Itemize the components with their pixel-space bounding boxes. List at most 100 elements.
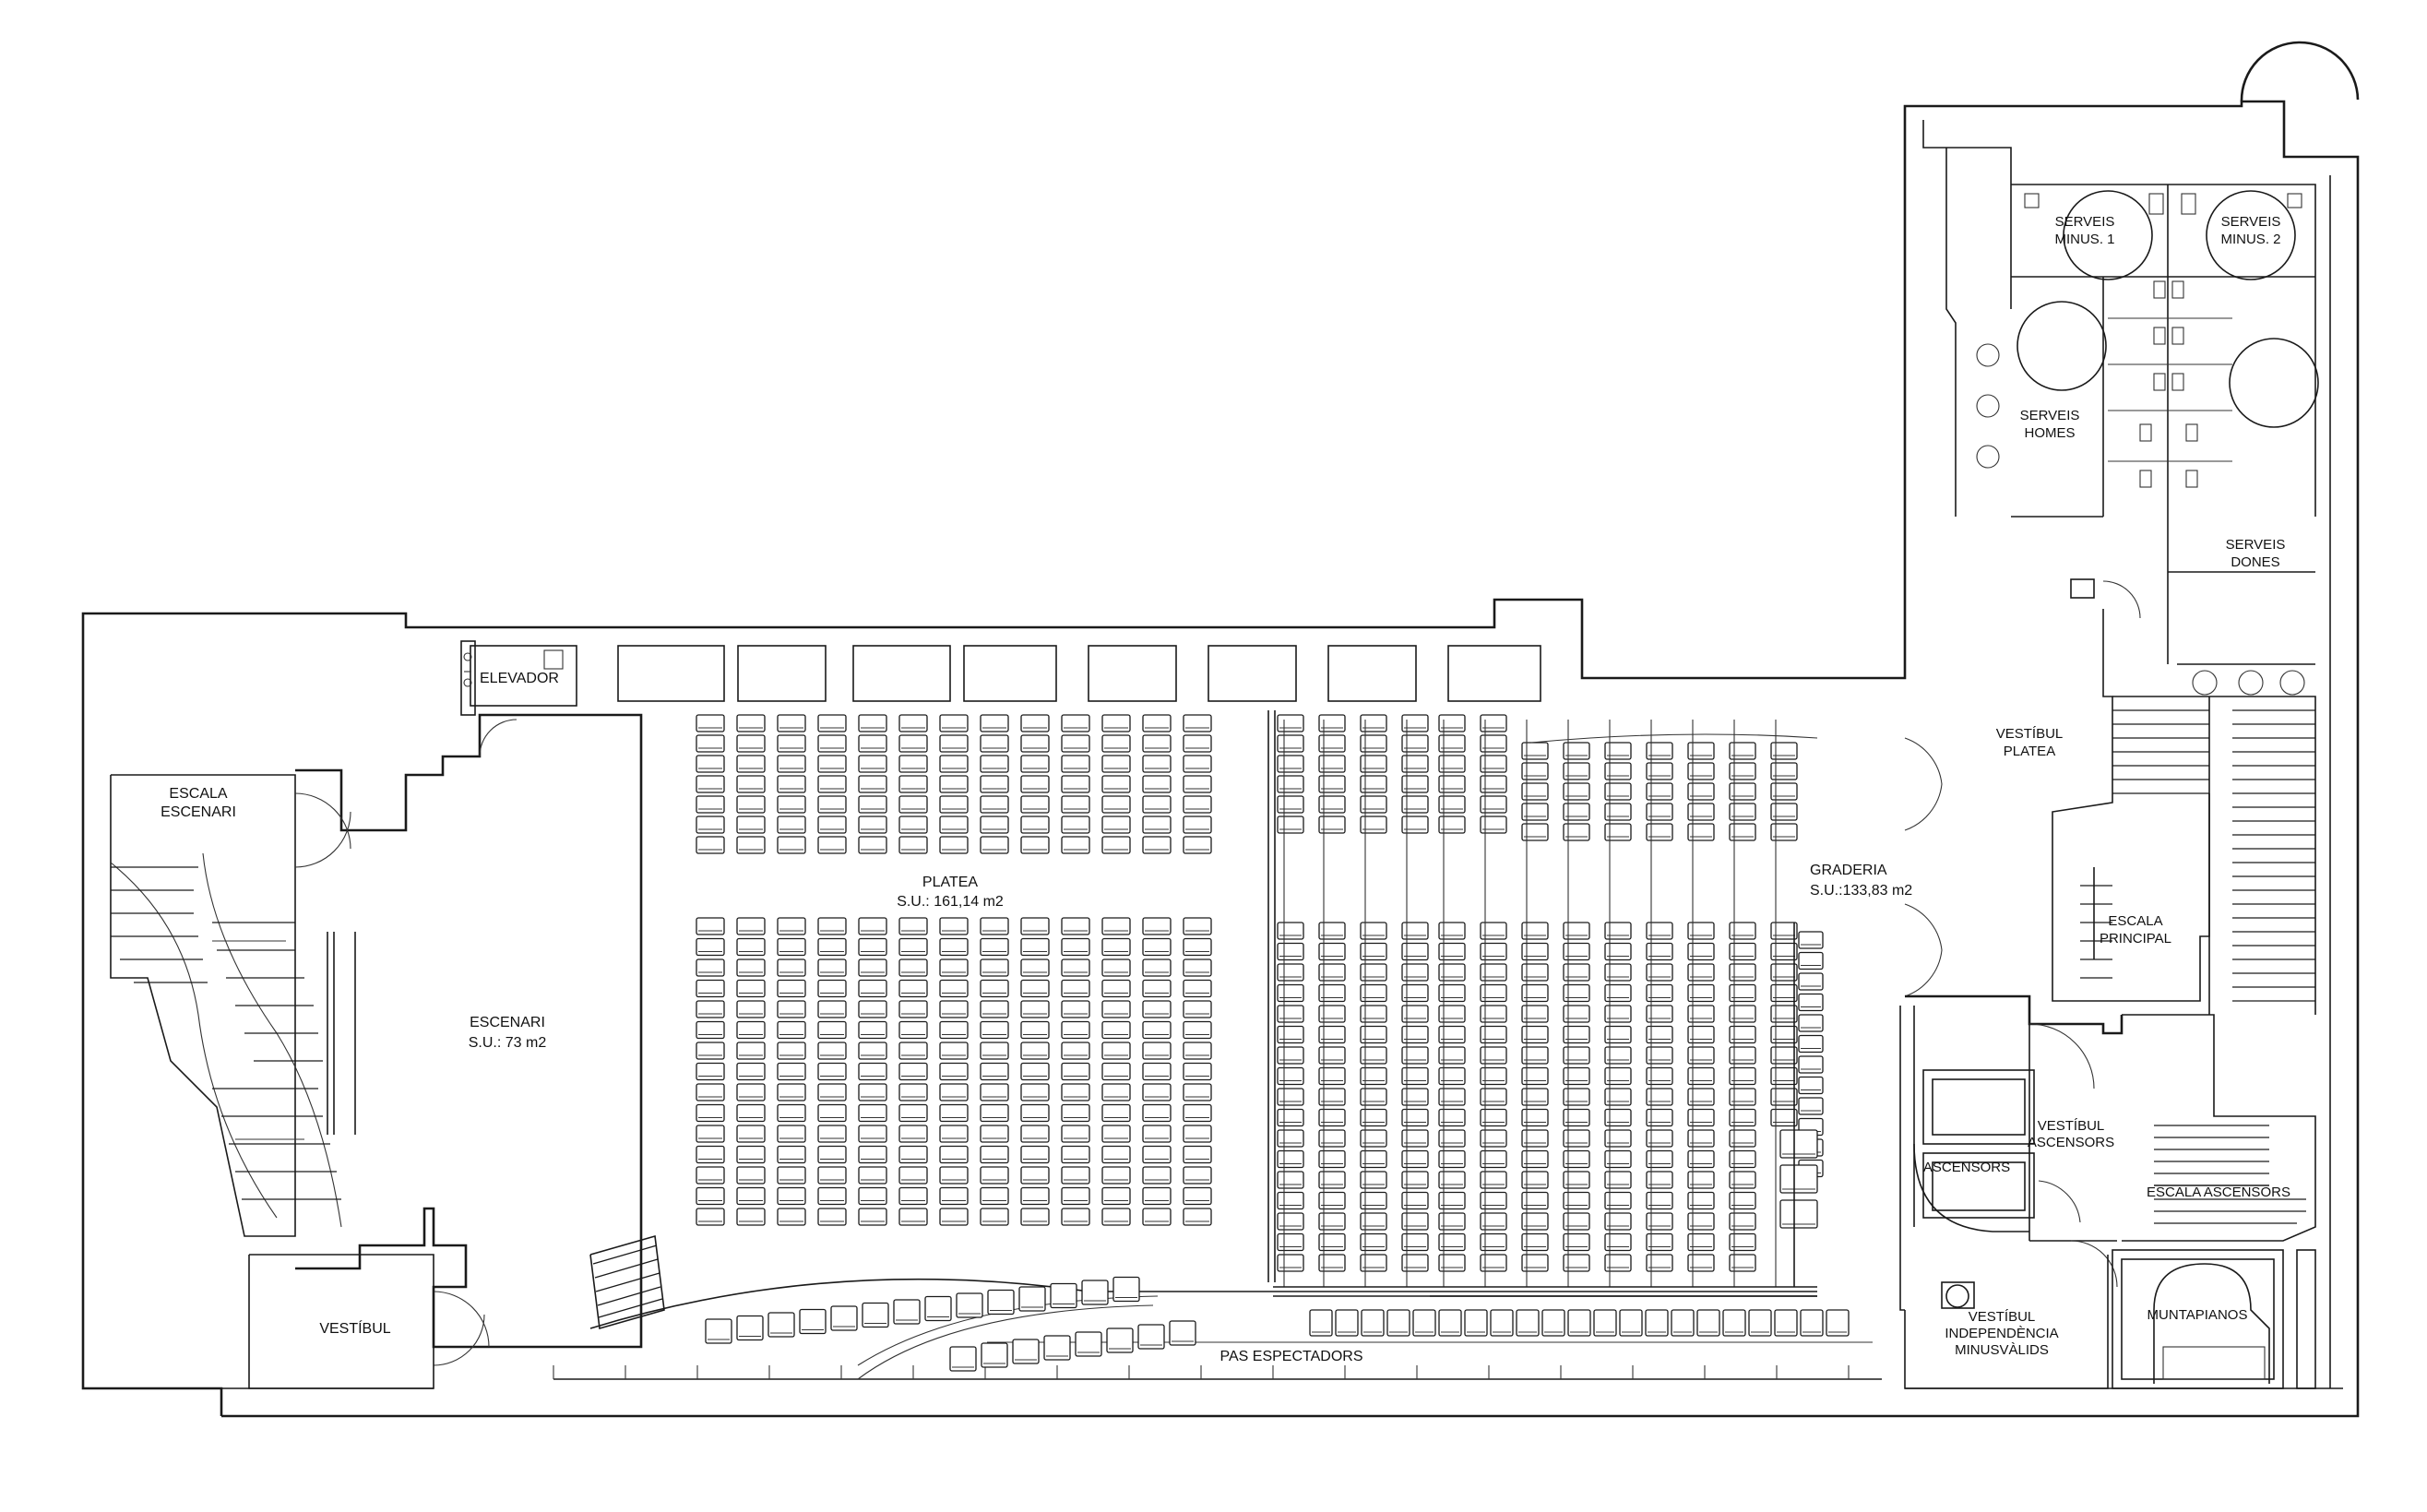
seat: [1480, 1129, 1507, 1148]
seat: [1604, 1088, 1632, 1106]
seat: [1318, 1046, 1346, 1065]
seat: [898, 958, 928, 977]
seat: [1020, 836, 1050, 854]
seat: [1277, 1066, 1304, 1086]
seat: [1101, 979, 1131, 998]
seat: [777, 1186, 806, 1206]
seat: [1770, 742, 1798, 760]
seat: [1318, 1066, 1346, 1086]
seat: [1142, 1083, 1172, 1101]
seat: [1020, 979, 1050, 998]
seat: [1020, 775, 1050, 793]
seat: [1779, 1164, 1818, 1194]
seat: [736, 917, 766, 935]
seat: [817, 836, 847, 854]
label-escala-principal-1: ESCALA: [2108, 913, 2162, 929]
seat: [1604, 762, 1632, 780]
seat: [1277, 1212, 1304, 1231]
seat: [736, 1145, 766, 1164]
seat: [1687, 1108, 1715, 1127]
seat: [1360, 1025, 1387, 1044]
seat: [1142, 755, 1172, 773]
seat: [817, 1166, 847, 1185]
seat: [1360, 1129, 1387, 1148]
seat: [1563, 1025, 1590, 1044]
seat: [817, 1208, 847, 1226]
label-muntapianos: MUNTAPIANOS: [2147, 1307, 2248, 1323]
seat: [777, 1083, 806, 1101]
seat: [817, 1103, 847, 1123]
seat: [1798, 1014, 1824, 1032]
seat: [1438, 1046, 1466, 1065]
seat: [1645, 1309, 1669, 1337]
seat: [696, 1042, 725, 1060]
seat: [1729, 1191, 1756, 1210]
seat: [1360, 922, 1387, 940]
seat: [1480, 922, 1507, 940]
seat: [817, 1186, 847, 1206]
seat: [1401, 1066, 1429, 1086]
seat: [1101, 1186, 1131, 1206]
seat: [1729, 1046, 1756, 1065]
passage-seats: [705, 1276, 1850, 1372]
seat: [1687, 1149, 1715, 1169]
seat: [1480, 1005, 1507, 1023]
seat: [1101, 1020, 1131, 1040]
seat: [1318, 755, 1346, 773]
seat: [830, 1305, 858, 1331]
seat: [1401, 1129, 1429, 1148]
seat: [1101, 1042, 1131, 1060]
label-serveis-dones-1: SERVEIS: [2226, 537, 2286, 553]
seat: [1646, 1088, 1673, 1106]
seat: [939, 1042, 969, 1060]
seat: [1061, 795, 1090, 814]
audience-passage: [553, 1234, 1882, 1380]
seat: [1401, 983, 1429, 1003]
seat: [696, 1125, 725, 1143]
seat: [1360, 1046, 1387, 1065]
seat: [1604, 942, 1632, 961]
label-serveis-minus-2b: MINUS. 2: [2220, 232, 2280, 247]
seat: [1687, 1025, 1715, 1044]
seat: [898, 1125, 928, 1143]
seat: [939, 1166, 969, 1185]
seat: [924, 1295, 952, 1322]
stair-escena: [111, 866, 341, 1200]
seat: [1687, 1191, 1715, 1210]
seat: [1309, 1309, 1333, 1337]
seat: [1101, 1125, 1131, 1143]
seat: [1401, 1171, 1429, 1189]
seat: [1480, 755, 1507, 773]
seat: [1183, 755, 1212, 773]
seat: [1687, 922, 1715, 940]
seat: [696, 1000, 725, 1018]
seat: [981, 1342, 1008, 1368]
seat: [858, 1208, 887, 1226]
seat: [777, 836, 806, 854]
seat: [1563, 942, 1590, 961]
seat: [1438, 922, 1466, 940]
seat: [777, 795, 806, 814]
seat: [980, 1020, 1009, 1040]
seat: [1646, 1191, 1673, 1210]
seat: [777, 1042, 806, 1060]
seat: [1646, 803, 1673, 821]
seat: [736, 1000, 766, 1018]
seat: [1061, 937, 1090, 957]
seat: [1770, 983, 1798, 1003]
seat: [1687, 1171, 1715, 1189]
seat: [1318, 1005, 1346, 1023]
seat: [696, 836, 725, 854]
stair-steps-principal: [2080, 709, 2315, 1002]
seat: [1687, 1005, 1715, 1023]
seat: [1142, 795, 1172, 814]
seat: [1521, 1254, 1549, 1272]
seat: [898, 1145, 928, 1164]
seat: [736, 1062, 766, 1081]
seat: [987, 1289, 1015, 1316]
seat: [1729, 1066, 1756, 1086]
seat: [817, 714, 847, 732]
seat: [1798, 1076, 1824, 1095]
seat: [858, 979, 887, 998]
seat: [1646, 742, 1673, 760]
